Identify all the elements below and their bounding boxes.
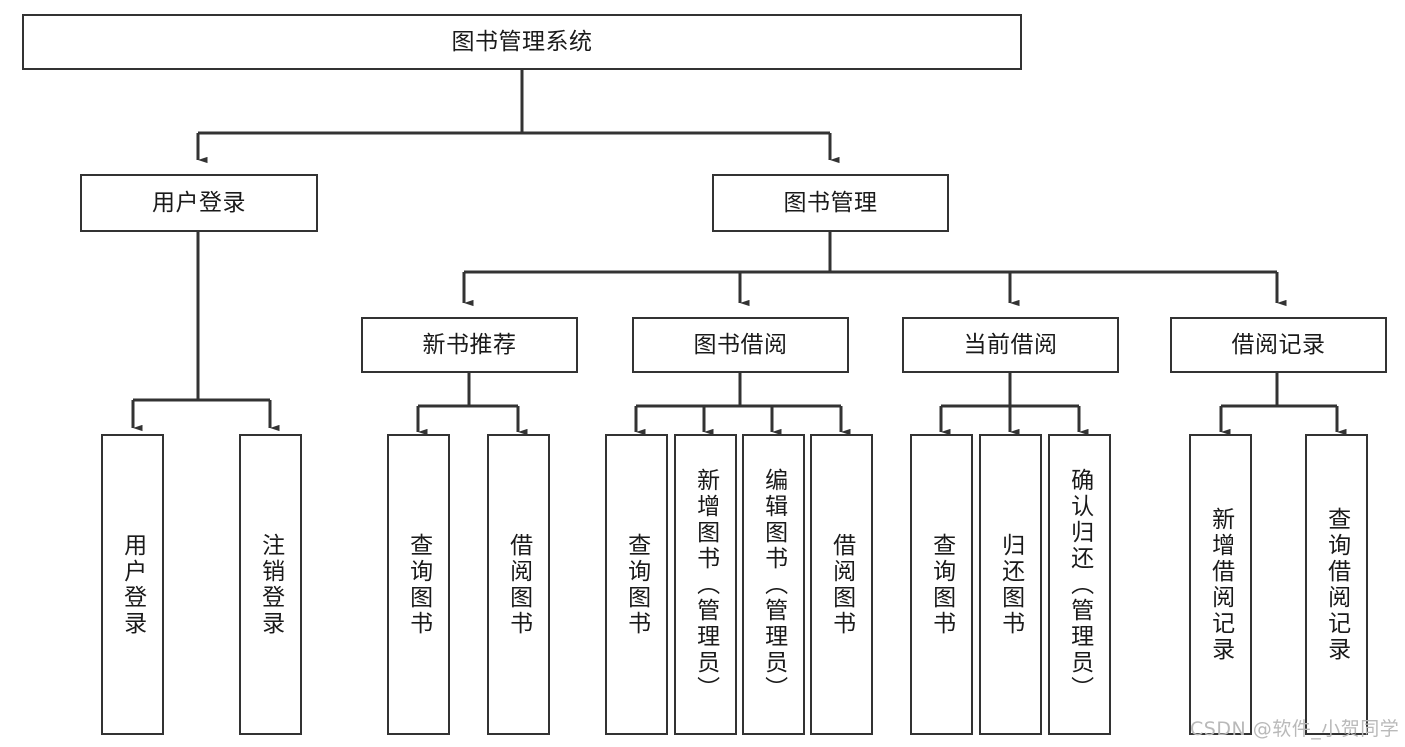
node-new-book-recommend[interactable]: 新书推荐: [361, 317, 578, 373]
node-label: 编辑图书（管理员）: [760, 467, 787, 702]
leaf-query-book-current[interactable]: 查询图书: [910, 434, 973, 735]
node-borrow-record[interactable]: 借阅记录: [1170, 317, 1387, 373]
node-label: 用户登录: [152, 189, 246, 216]
leaf-return-book[interactable]: 归还图书: [979, 434, 1042, 735]
node-label: 查询图书: [623, 532, 650, 637]
watermark: CSDN @软件_小贺同学: [1190, 718, 1400, 740]
node-label: 新增图书（管理员）: [692, 467, 719, 702]
leaf-user-login[interactable]: 用户登录: [101, 434, 164, 735]
node-label: 借阅记录: [1231, 331, 1326, 358]
node-user-login[interactable]: 用户登录: [80, 174, 318, 232]
leaf-add-book-admin[interactable]: 新增图书（管理员）: [674, 434, 737, 735]
leaf-query-book-borrow[interactable]: 查询图书: [605, 434, 668, 735]
leaf-edit-book-admin[interactable]: 编辑图书（管理员）: [742, 434, 805, 735]
node-book-management[interactable]: 图书管理: [712, 174, 949, 232]
node-label: 新增借阅记录: [1207, 506, 1234, 663]
node-book-borrow[interactable]: 图书借阅: [632, 317, 849, 373]
node-label: 借阅图书: [828, 532, 855, 637]
node-label: 当前借阅: [963, 331, 1058, 358]
leaf-confirm-return-admin[interactable]: 确认归还（管理员）: [1048, 434, 1111, 735]
leaf-borrow-book-recommend[interactable]: 借阅图书: [487, 434, 550, 735]
node-root-book-management-system[interactable]: 图书管理系统: [22, 14, 1022, 70]
node-label: 查询借阅记录: [1323, 506, 1350, 663]
node-label: 图书借阅: [693, 331, 788, 358]
leaf-query-book-recommend[interactable]: 查询图书: [387, 434, 450, 735]
node-label: 注销登录: [257, 532, 284, 637]
leaf-query-borrow-record[interactable]: 查询借阅记录: [1305, 434, 1368, 735]
node-label: 查询图书: [928, 532, 955, 637]
leaf-borrow-book[interactable]: 借阅图书: [810, 434, 873, 735]
leaf-add-borrow-record[interactable]: 新增借阅记录: [1189, 434, 1252, 735]
node-current-borrow[interactable]: 当前借阅: [902, 317, 1119, 373]
node-label: 图书管理系统: [451, 28, 593, 55]
node-label: 图书管理: [783, 189, 878, 216]
node-label: 归还图书: [997, 532, 1024, 637]
node-label: 确认归还（管理员）: [1066, 467, 1093, 702]
node-label: 查询图书: [405, 532, 432, 637]
node-label: 用户登录: [119, 532, 146, 637]
node-label: 借阅图书: [505, 532, 532, 637]
leaf-logout-login[interactable]: 注销登录: [239, 434, 302, 735]
node-label: 新书推荐: [422, 331, 517, 358]
